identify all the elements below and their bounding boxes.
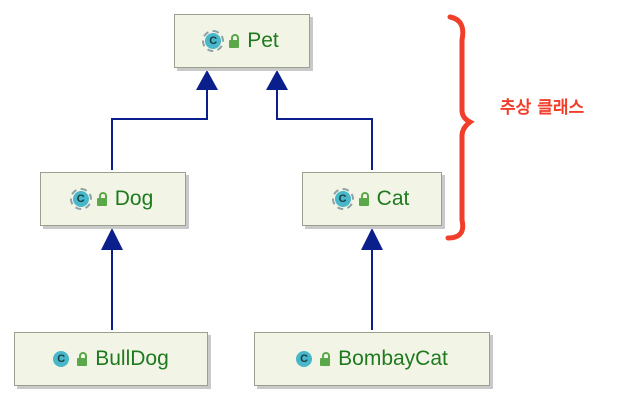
class-name: Pet [247,29,279,52]
abstract-class-icon: C [331,188,354,210]
public-lock-icon [96,192,107,206]
arrowhead-cat-pet [266,70,288,90]
public-lock-icon [229,34,240,48]
annotation-brace [445,14,475,241]
public-lock-icon [77,352,88,366]
arrowhead-bombaycat-cat [361,228,383,250]
class-node-cat[interactable]: C Cat [302,172,442,226]
arrowhead-bulldog-dog [101,228,123,250]
class-name: BullDog [95,347,169,370]
edge-dog-pet [111,88,208,170]
public-lock-icon [358,192,369,206]
abstract-class-icon: C [202,30,225,52]
arrowhead-dog-pet [196,70,218,90]
public-lock-icon [320,352,331,366]
class-icon: C [296,351,313,367]
class-icon: C [53,351,70,367]
class-name: Cat [376,187,410,210]
abstract-class-annotation: 추상 클래스 [500,98,585,118]
class-node-pet[interactable]: C Pet [174,14,310,68]
class-name: BombayCat [338,347,448,370]
class-node-bombaycat[interactable]: C BombayCat [254,332,490,386]
class-node-bulldog[interactable]: C BullDog [14,332,208,386]
class-node-dog[interactable]: C Dog [40,172,186,226]
class-name: Dog [114,187,154,210]
abstract-class-icon: C [69,188,92,210]
edge-cat-pet [276,88,373,170]
